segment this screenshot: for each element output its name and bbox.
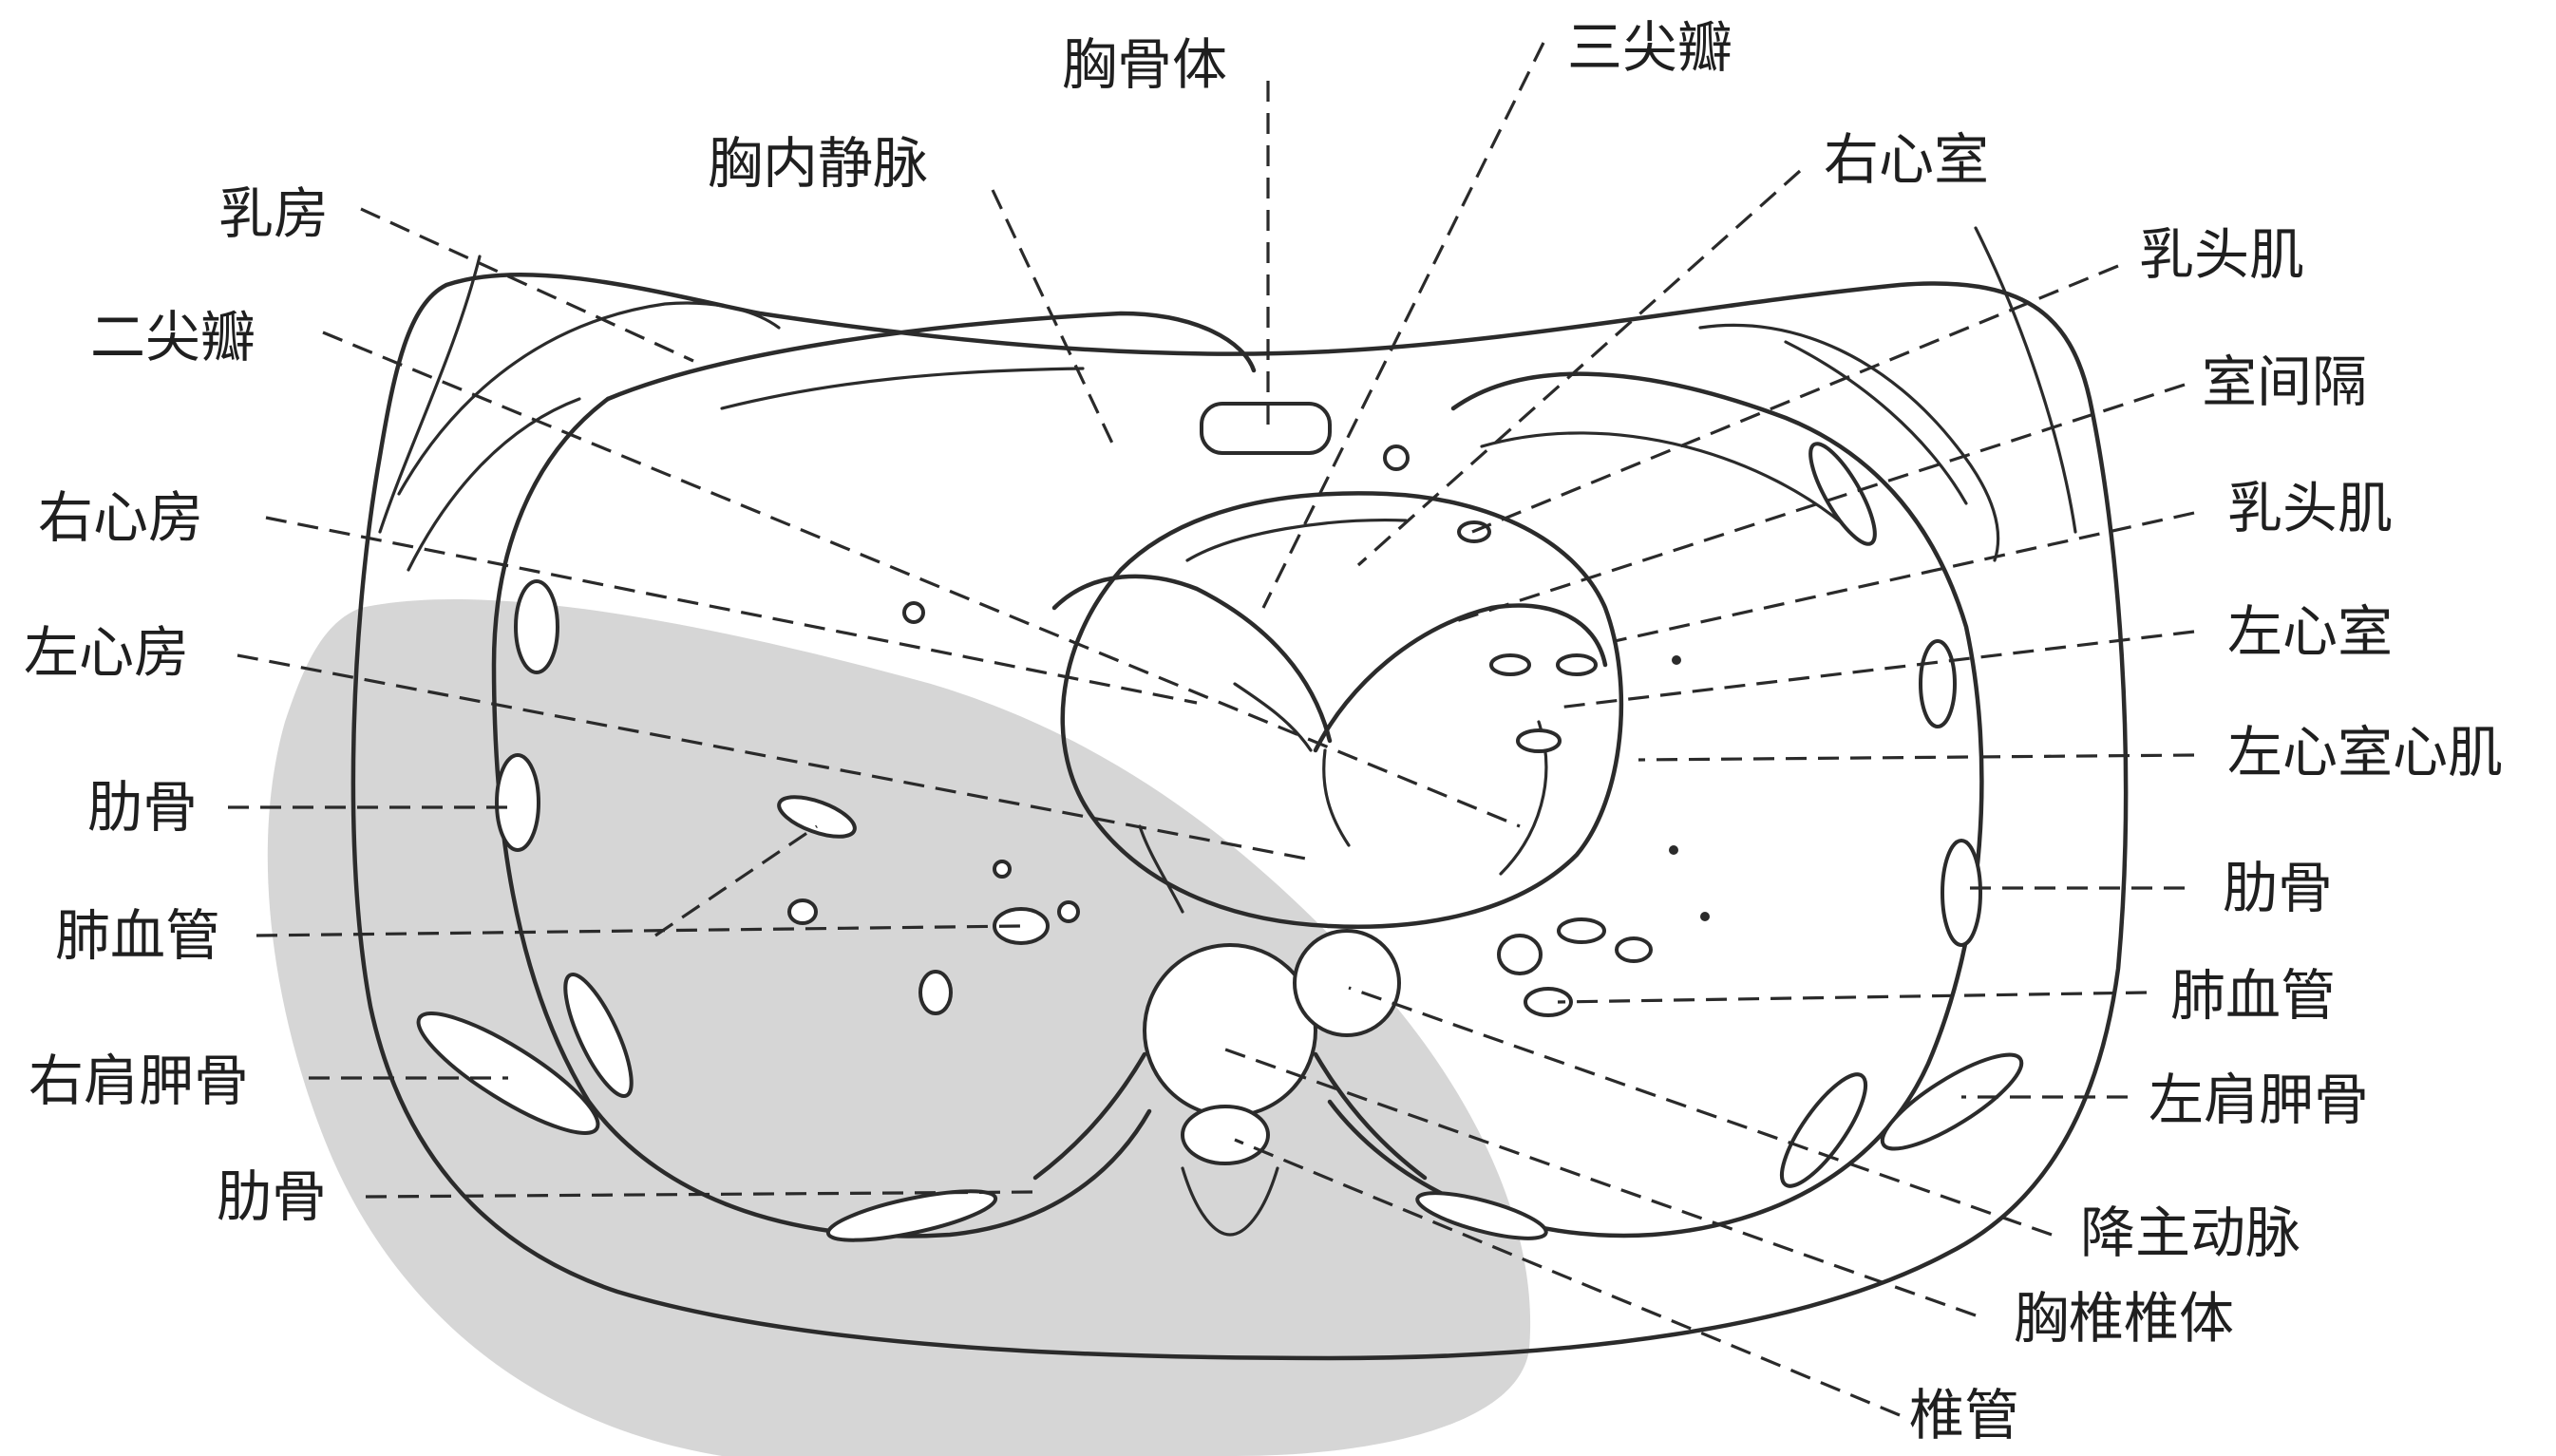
pulmonary-vessels	[777, 444, 1710, 1017]
labels: 胸骨体 三尖瓣 胸内静脉 右心室 乳房 乳头肌 二尖瓣 室间隔 右心房 乳头肌 …	[24, 15, 2503, 1447]
watermark-shape	[267, 599, 1531, 1456]
label-papillary-muscle-2: 乳头肌	[2227, 476, 2393, 540]
rib-left-mid	[1919, 639, 1957, 728]
label-left-ventricle-myocardium: 左心室心肌	[2227, 720, 2503, 785]
vertebral-canal-shape	[1181, 1105, 1270, 1165]
rib-right-mid	[495, 753, 540, 852]
rib-left-upper	[1808, 442, 1877, 546]
lv-vessel-3	[1516, 728, 1562, 753]
rib-right-lower	[563, 972, 634, 1099]
label-rib-left-side: 肋骨	[87, 775, 198, 840]
label-sternum-body: 胸骨体	[1062, 32, 1227, 97]
label-thoracic-vertebral-body: 胸椎椎体	[2014, 1286, 2234, 1351]
body-contour	[350, 226, 2129, 1361]
rib-left-lower	[1941, 839, 1982, 947]
descending-aorta-shape	[1293, 929, 1401, 1037]
lv-vessel-1	[1489, 653, 1531, 676]
breast-tissue	[397, 301, 2000, 572]
label-left-scapula: 左肩胛骨	[2149, 1068, 2369, 1132]
rib-bottom-left	[1779, 1072, 1868, 1188]
rib-right-upper	[514, 579, 559, 674]
sternum-body-shape	[1200, 402, 1332, 455]
label-internal-thoracic-vein: 胸内静脉	[708, 131, 928, 196]
label-interventricular-septum: 室间隔	[2202, 350, 2367, 414]
label-right-ventricle: 右心室	[1824, 127, 1989, 192]
rib-bottom-left-2	[1415, 1191, 1548, 1240]
label-pulmonary-vessel-left-side: 肺血管	[55, 903, 220, 968]
label-rib-right-side: 肋骨	[2223, 856, 2333, 920]
left-scapula-shape	[1880, 1052, 2024, 1151]
label-breast: 乳房	[218, 181, 329, 246]
label-papillary-muscle-1: 乳头肌	[2139, 222, 2304, 287]
label-vertebral-canal: 椎管	[1909, 1383, 2019, 1447]
label-right-scapula: 右肩胛骨	[28, 1049, 249, 1113]
label-left-ventricle: 左心室	[2227, 599, 2393, 664]
label-right-atrium: 右心房	[38, 485, 203, 550]
right-scapula-shape	[416, 1012, 600, 1135]
leader-lines	[228, 42, 2195, 1417]
label-left-atrium: 左心房	[24, 620, 189, 685]
label-rib-bottom: 肋骨	[217, 1164, 327, 1229]
vertebral-body-shape	[1143, 943, 1317, 1118]
heart	[1051, 491, 1624, 929]
lv-vessel-2	[1556, 653, 1598, 676]
label-pulmonary-vessel-right-side: 肺血管	[2170, 963, 2336, 1028]
label-mitral-valve: 二尖瓣	[90, 305, 256, 369]
label-tricuspid-valve: 三尖瓣	[1567, 15, 1732, 80]
label-descending-aorta: 降主动脉	[2080, 1201, 2300, 1265]
rib-bottom-right	[825, 1189, 998, 1242]
spine	[1032, 824, 1428, 1237]
